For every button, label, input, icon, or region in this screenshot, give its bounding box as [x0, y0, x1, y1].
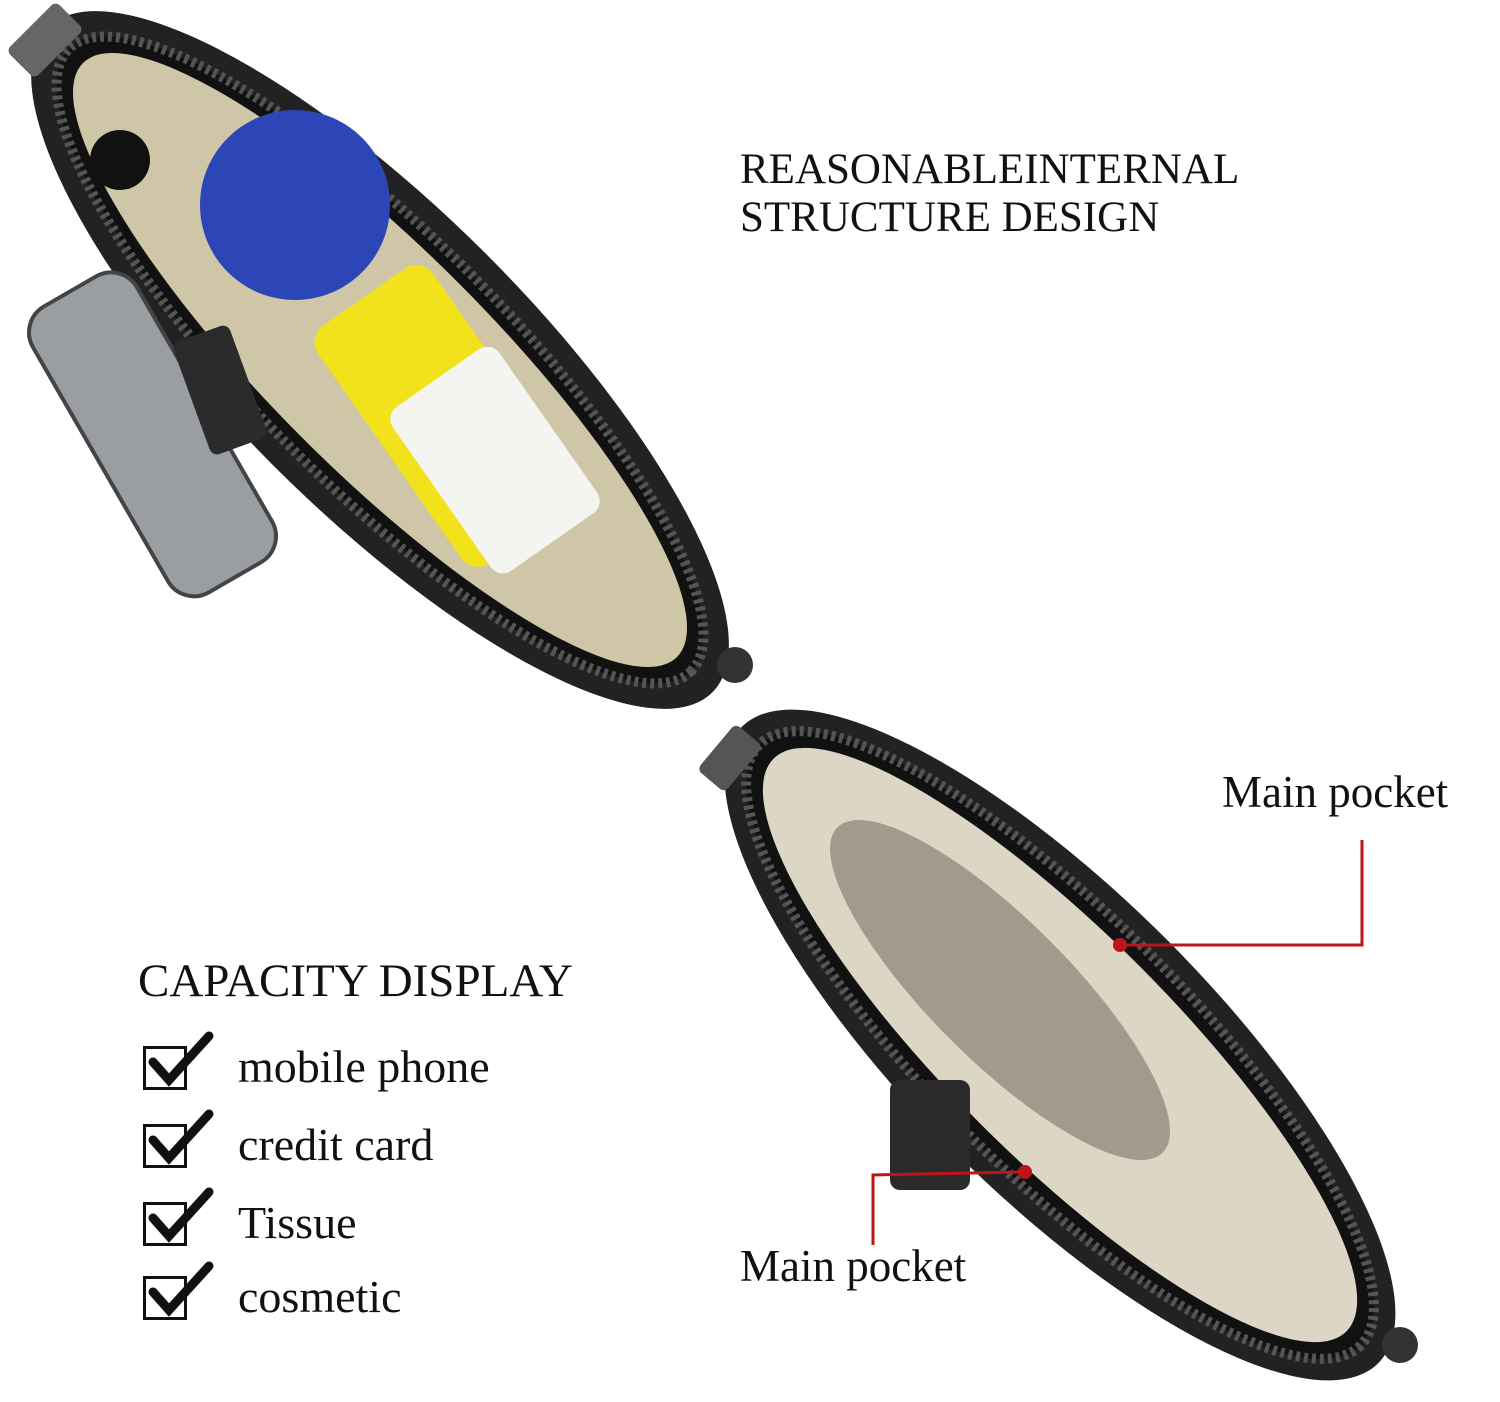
capacity-item-label: cosmetic: [238, 1271, 402, 1322]
checkmark-icon: [148, 1187, 214, 1243]
headline-line-1: REASONABLEINTERNAL: [740, 146, 1240, 193]
capacity-item-label: mobile phone: [238, 1041, 490, 1092]
headline-line-2: STRUCTURE DESIGN: [740, 194, 1160, 241]
zipper-pull: [699, 725, 761, 791]
callout-main-pocket-top: Main pocket: [1222, 767, 1449, 817]
capacity-item-label: Tissue: [238, 1197, 357, 1248]
headline: REASONABLEINTERNAL STRUCTURE DESIGN: [740, 146, 1239, 242]
strap-tab: [890, 1080, 970, 1190]
capacity-heading: CAPACITY DISPLAY: [138, 955, 573, 1007]
zipper-pull: [8, 3, 82, 77]
pouch-open-filled: [8, 3, 753, 709]
capacity-item-label: credit card: [238, 1119, 434, 1170]
callout-main-pocket-bottom: Main pocket: [740, 1241, 967, 1291]
leader-line-top: [1120, 840, 1364, 947]
checkmark-icon: [148, 1031, 214, 1087]
leader-dot-top: [1113, 938, 1127, 952]
blue-bottle: [200, 110, 390, 300]
pouch-open-empty: [699, 709, 1418, 1381]
cosmetic-bottle: [90, 130, 150, 190]
strap-tab: [173, 325, 267, 455]
checkmark-icon: [148, 1109, 214, 1165]
checkmark-icon: [148, 1261, 214, 1317]
leader-line-bottom: [871, 1170, 1026, 1245]
leader-dot-bottom: [1018, 1165, 1032, 1179]
